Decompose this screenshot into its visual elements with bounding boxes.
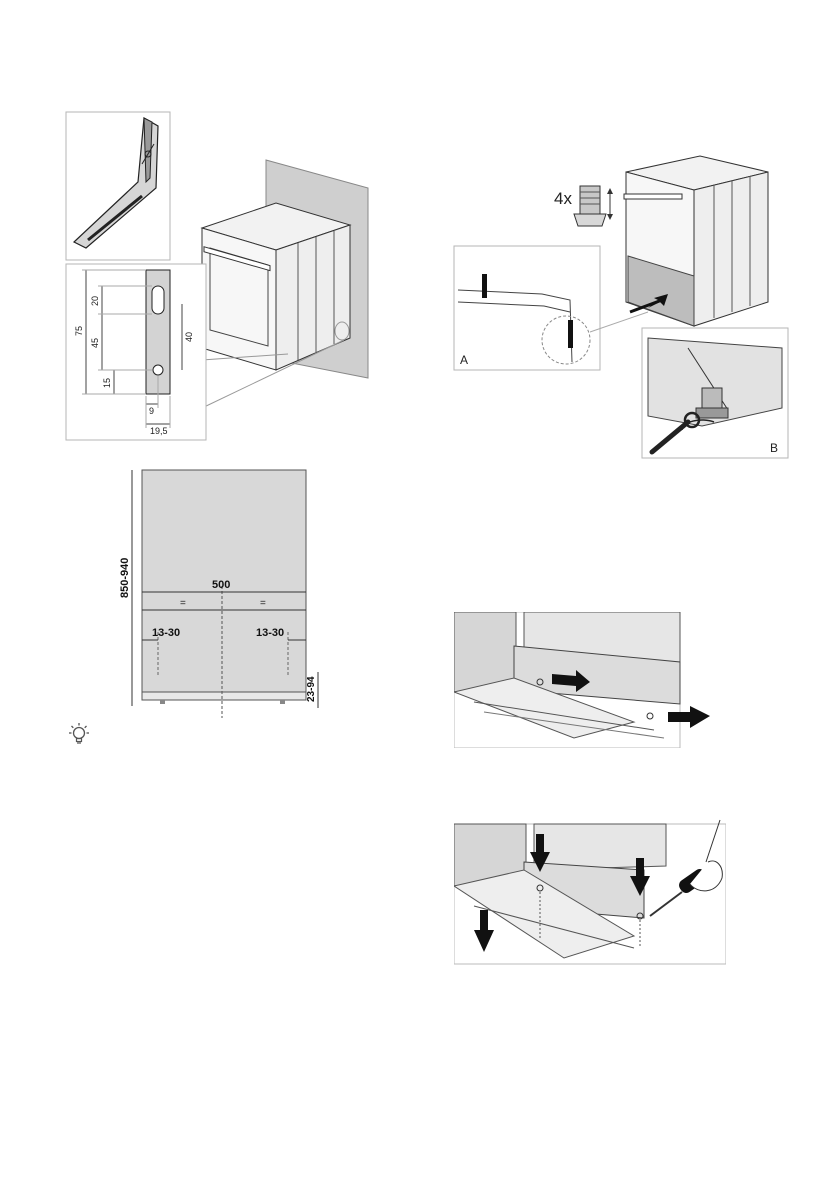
dim-hole-x: 9 [149, 406, 154, 416]
dim-slot-height: 20 [90, 296, 100, 306]
figure-installation-dimensions: 850-940 500 = = 13-30 13-30 23-94 [112, 466, 328, 720]
lightbulb-icon [66, 722, 92, 748]
dim-equal-left: = [180, 598, 186, 609]
figure-wall-bracket: 75 20 45 15 40 9 19,5 [62, 108, 392, 444]
dim-bracket-height: 23-94 [306, 676, 317, 702]
plinth-removal-illustration [454, 612, 710, 748]
adjustable-feet-illustration: 4x A B [453, 155, 789, 459]
dim-width: 19,5 [150, 426, 168, 436]
detail-b-label: B [770, 441, 778, 455]
dim-height-range: 850-940 [119, 558, 131, 598]
dim-hole-spacing: 45 [90, 338, 100, 348]
dim-equal-right: = [260, 598, 266, 609]
plinth-screws-illustration [454, 819, 726, 965]
dim-side-height: 40 [184, 332, 194, 342]
figure-adjustable-feet: 4x A B [452, 152, 790, 462]
detail-a-label: A [460, 353, 468, 367]
dim-total-height: 75 [74, 326, 84, 336]
figure-plinth-screws [454, 818, 726, 966]
figure-plinth-removal [454, 612, 718, 748]
dim-hole-offset: 15 [102, 378, 112, 388]
feet-quantity: 4x [554, 189, 572, 208]
wall-bracket-illustration: 75 20 45 15 40 9 19,5 [65, 111, 369, 441]
installation-dimensions-diagram: 850-940 500 = = 13-30 13-30 23-94 [119, 469, 319, 718]
dim-width-total: 500 [212, 579, 230, 591]
dim-offset-right: 13-30 [256, 627, 284, 639]
dim-offset-left: 13-30 [152, 627, 180, 639]
